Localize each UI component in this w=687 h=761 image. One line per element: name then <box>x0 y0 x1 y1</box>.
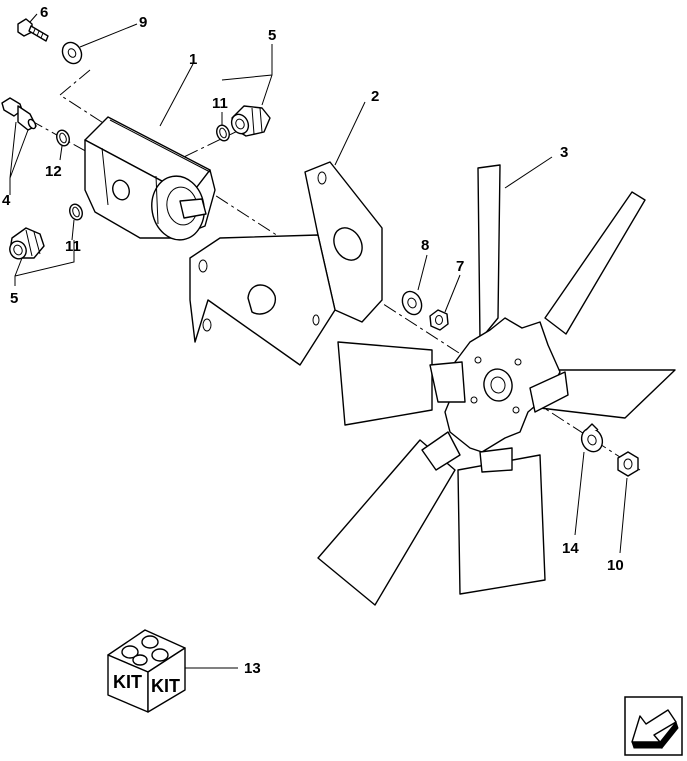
lock-washer-part-14 <box>580 423 604 453</box>
kit-label-left: KIT <box>113 672 142 692</box>
previous-page-arrow-icon[interactable] <box>624 696 683 756</box>
callout-13: 13 <box>244 660 261 677</box>
callout-6: 6 <box>40 4 48 21</box>
callout-9: 9 <box>139 14 147 31</box>
nut-part-10 <box>617 451 639 477</box>
washer-part-8 <box>401 290 423 316</box>
washer-part-9 <box>61 41 83 65</box>
fitting-part-4 <box>1 97 37 131</box>
o-ring-part-11-upper <box>216 124 230 142</box>
callout-5-lower: 5 <box>10 290 18 307</box>
o-ring-part-12 <box>56 129 70 147</box>
callout-numbers: 6 9 1 5 11 2 3 12 4 11 8 7 5 14 10 13 <box>2 4 624 677</box>
callout-1: 1 <box>189 51 197 68</box>
callout-12: 12 <box>45 163 62 180</box>
callout-14: 14 <box>562 540 579 557</box>
fan-part-3 <box>317 164 676 606</box>
o-ring-part-11-lower <box>69 203 83 221</box>
callout-5-upper: 5 <box>268 27 276 44</box>
callout-7: 7 <box>456 258 464 275</box>
bolt-part-6 <box>17 18 49 42</box>
callout-8: 8 <box>421 237 429 254</box>
callout-11-lower: 11 <box>65 238 81 255</box>
callout-10: 10 <box>607 557 624 574</box>
fitting-part-5-lower <box>9 227 45 260</box>
leader-lines <box>9 13 628 669</box>
callout-4: 4 <box>2 192 11 209</box>
hydraulic-motor-part-1 <box>84 116 216 241</box>
callout-2: 2 <box>371 88 379 105</box>
mounting-bracket-part-2 <box>189 161 383 366</box>
kit-label-right: KIT <box>151 676 180 696</box>
fitting-part-5-upper <box>230 105 271 137</box>
callout-3: 3 <box>560 144 568 161</box>
callout-11-upper: 11 <box>212 95 228 112</box>
kit-box-part-13: KIT KIT <box>107 629 186 713</box>
nut-part-7 <box>429 309 449 331</box>
